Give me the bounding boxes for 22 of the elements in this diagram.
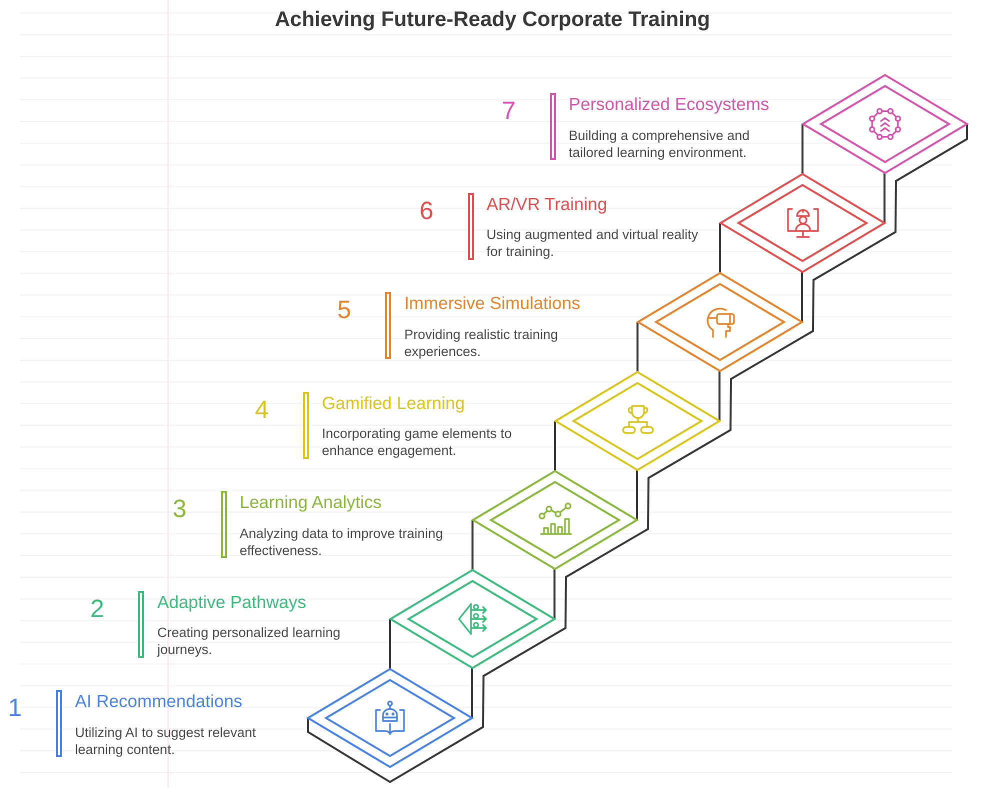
step-description: Incorporating game elements to enhance engagement.: [322, 425, 513, 459]
step-number: 2: [90, 594, 104, 622]
diagram-title: Achieving Future-Ready Corporate Training: [274, 7, 710, 32]
step-description: Analyzing data to improve training effectiveness.: [240, 524, 444, 558]
step-description: Creating personalized learning journeys.: [157, 624, 342, 658]
step-title: Adaptive Pathways: [157, 590, 306, 612]
step-number: 6: [420, 196, 434, 224]
step-title: AR/VR Training: [486, 192, 608, 214]
step-title: Immersive Simulations: [404, 292, 580, 314]
step-number: 1: [8, 694, 22, 722]
step-number: 5: [337, 296, 352, 324]
step-description: Utilizing AI to suggest relevant learning content.: [75, 724, 257, 758]
step-number: 7: [502, 97, 516, 125]
step-title: AI Recommendations: [75, 690, 242, 712]
step-number: 3: [172, 495, 186, 523]
step-title: Personalized Ecosystems: [568, 93, 770, 115]
step-description: Building a comprehensive and tailored learning environment.: [568, 126, 751, 160]
step-title: Gamified Learning: [322, 392, 465, 414]
step-description: Using augmented and virtual reality for training.: [486, 226, 700, 260]
step-title: Learning Analytics: [240, 491, 382, 513]
step-description: Providing realistic training experiences.: [404, 326, 560, 360]
step-number: 4: [254, 396, 269, 424]
